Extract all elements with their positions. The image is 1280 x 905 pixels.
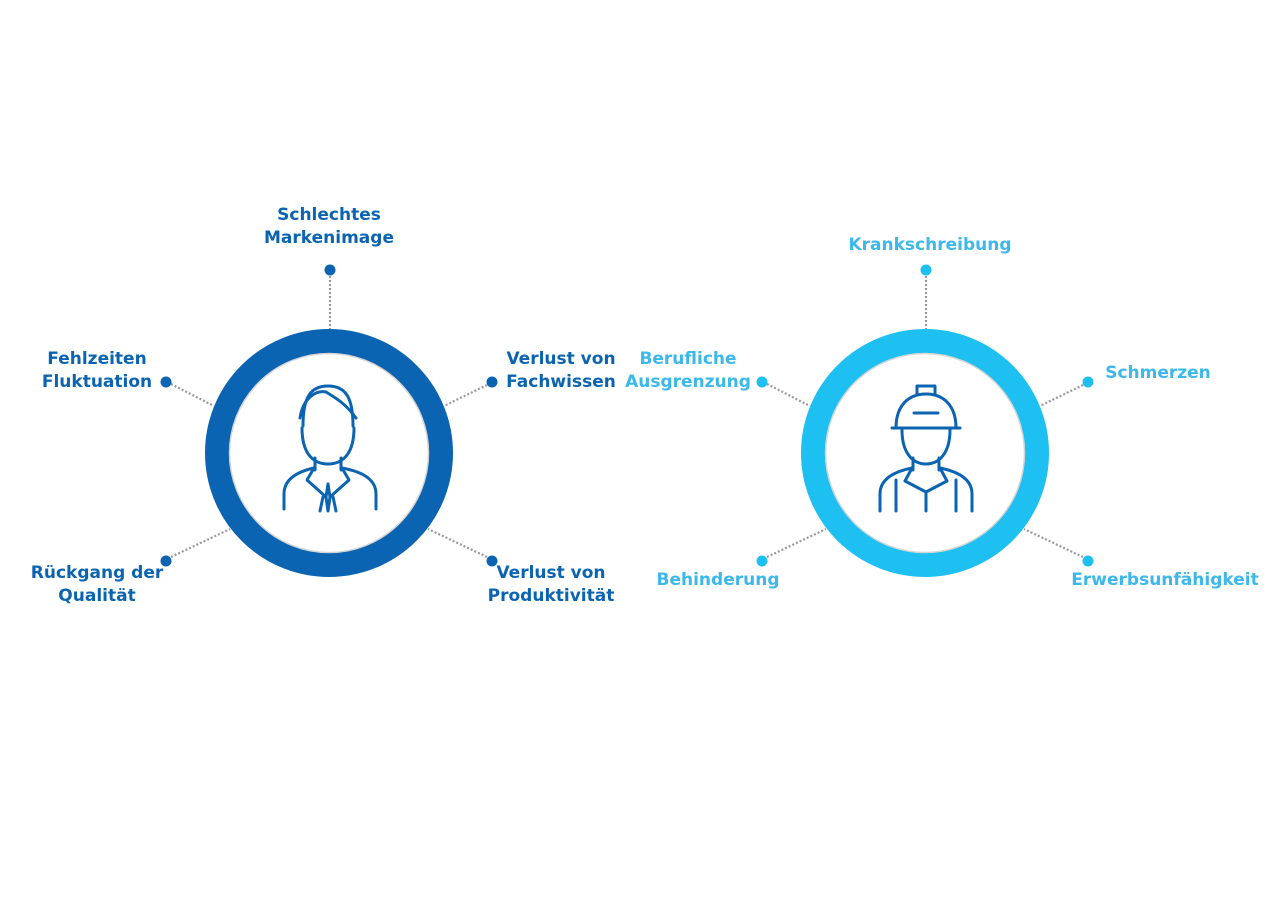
employee-label-upper-left-line1: Berufliche xyxy=(639,349,737,369)
dot-lower-left-right-group xyxy=(756,555,768,567)
employer-label-top: Schlechtes Markenimage xyxy=(264,204,394,250)
employer-label-lower-right-line2: Produktivität xyxy=(487,586,615,606)
dot-lower-left-left-group xyxy=(160,555,172,567)
employer-ring xyxy=(205,329,453,577)
construction-worker-icon xyxy=(878,384,974,513)
employee-ring xyxy=(801,329,1049,577)
employee-label-lower-left-line1: Behinderung xyxy=(656,570,780,590)
employer-label-lower-right: Verlust von Produktivität xyxy=(488,562,615,608)
dot-lower-right-right-group xyxy=(1082,555,1094,567)
employee-inner-ring xyxy=(824,352,1026,554)
employee-label-upper-right-line1: Schmerzen xyxy=(1105,363,1211,383)
employee-label-lower-right-line1: Erwerbsunfähigkeit xyxy=(1071,570,1259,590)
employer-label-top-line1: Schlechtes xyxy=(277,205,381,225)
employee-label-top-line1: Krankschreibung xyxy=(848,235,1012,255)
employee-connectors xyxy=(766,276,1084,558)
employer-label-upper-right-line1: Verlust von xyxy=(506,349,616,369)
employee-label-top: Krankschreibung xyxy=(848,234,1011,257)
office-worker-icon xyxy=(282,384,378,513)
employer-label-upper-right: Verlust von Fachwissen xyxy=(506,348,616,394)
employer-connectors xyxy=(170,276,488,558)
employer-label-lower-left-line2: Qualität xyxy=(58,586,136,606)
dot-upper-left-left-group xyxy=(160,376,172,388)
connector-upper-left-right-group xyxy=(766,383,811,407)
dot-upper-right-right-group xyxy=(1082,376,1094,388)
dot-upper-left-right-group xyxy=(756,376,768,388)
employee-label-upper-right: Schmerzen xyxy=(1105,362,1211,385)
dot-top-right-group xyxy=(920,264,932,276)
employer-label-upper-left-line2: Fluktuation xyxy=(41,372,153,392)
connector-upper-right-left-group xyxy=(443,384,488,407)
employer-label-upper-left: Fehlzeiten Fluktuation xyxy=(42,348,152,394)
connector-lower-left-right-group xyxy=(766,528,827,558)
employer-label-upper-right-line2: Fachwissen xyxy=(506,372,616,392)
employer-label-upper-left-line1: Fehlzeiten xyxy=(47,349,147,369)
employer-inner-ring xyxy=(228,352,430,554)
dot-upper-right-left-group xyxy=(486,376,498,388)
connector-lower-right-right-group xyxy=(1023,528,1084,558)
employer-label-top-line2: Markenimage xyxy=(264,228,394,248)
dot-top-left-group xyxy=(324,264,336,276)
employer-label-lower-left: Rückgang der Qualität xyxy=(31,562,164,608)
connector-upper-left-left-group xyxy=(170,383,215,407)
employee-dots xyxy=(756,264,1094,567)
dot-lower-right-left-group xyxy=(486,555,498,567)
connector-upper-right-right-group xyxy=(1039,384,1084,407)
employer-label-lower-right-line1: Verlust von xyxy=(496,563,606,583)
employee-label-upper-left: Berufliche Ausgrenzung xyxy=(625,348,751,394)
employee-label-lower-left: Behinderung xyxy=(657,569,780,592)
employee-label-upper-left-line2: Ausgrenzung xyxy=(625,372,751,392)
employer-dots xyxy=(160,264,498,567)
employee-label-lower-right: Erwerbsunfähigkeit xyxy=(1071,569,1258,592)
connector-lower-left-left-group xyxy=(170,528,231,558)
connector-lower-right-left-group xyxy=(427,528,488,558)
employer-label-lower-left-line1: Rückgang der xyxy=(30,563,164,583)
